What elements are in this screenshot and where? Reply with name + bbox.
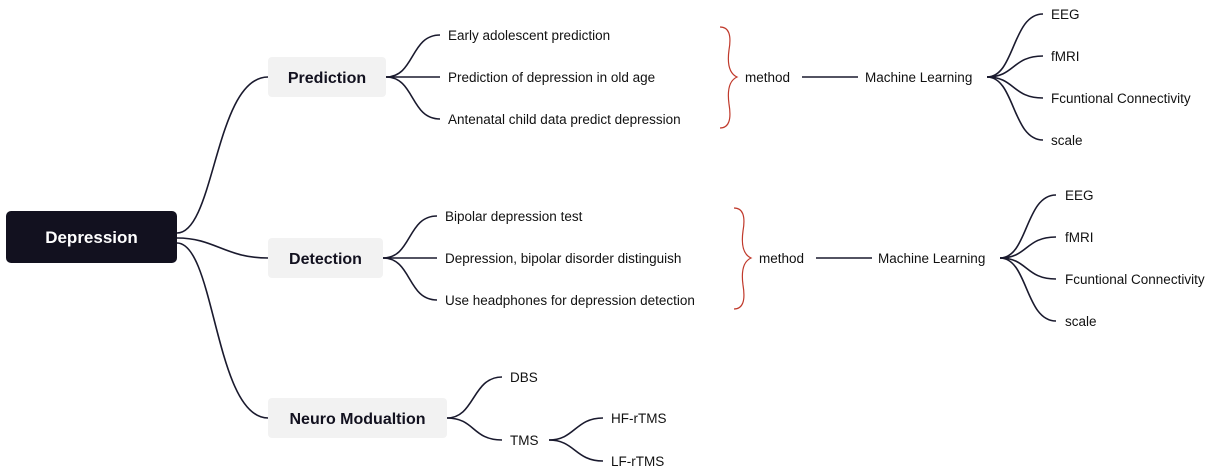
detection-method-value[interactable]: Machine Learning bbox=[878, 251, 985, 266]
prediction-method-label[interactable]: method bbox=[745, 70, 790, 85]
connector-prediction-ml-4 bbox=[986, 76, 1044, 141]
root-node-label: Depression bbox=[45, 228, 138, 247]
branch-node-detection-box bbox=[268, 238, 383, 278]
neuro-item-tms[interactable]: TMS bbox=[510, 433, 539, 448]
connector-prediction-ml-2 bbox=[986, 55, 1044, 78]
branch-node-detection[interactable]: Detection bbox=[268, 238, 383, 278]
detection-item[interactable]: Bipolar depression test bbox=[445, 209, 583, 224]
detection-items: Bipolar depression test Depression, bipo… bbox=[445, 188, 1205, 329]
branch-node-neuro-box bbox=[268, 398, 447, 438]
branch-node-prediction[interactable]: Prediction bbox=[268, 57, 386, 97]
prediction-ml-item[interactable]: Fcuntional Connectivity bbox=[1051, 91, 1191, 106]
detection-ml-item[interactable]: fMRI bbox=[1065, 230, 1094, 245]
connector-prediction-ml-3 bbox=[986, 76, 1044, 99]
connector-detection-item-1 bbox=[382, 215, 438, 259]
neuro-items: DBS TMS HF-rTMS LF-rTMS bbox=[510, 370, 666, 469]
prediction-ml-item[interactable]: scale bbox=[1051, 133, 1083, 148]
branch-node-detection-label: Detection bbox=[289, 251, 362, 268]
root-node[interactable]: Depression bbox=[6, 211, 177, 263]
branch-node-prediction-label: Prediction bbox=[288, 70, 366, 87]
tms-item[interactable]: LF-rTMS bbox=[611, 454, 664, 469]
connector-tms-hf bbox=[548, 417, 604, 441]
connector-detection-ml-4 bbox=[999, 257, 1057, 322]
branch-node-prediction-box bbox=[268, 57, 386, 97]
branch-node-neuro[interactable]: Neuro Modualtion bbox=[268, 398, 447, 438]
prediction-ml-item[interactable]: EEG bbox=[1051, 7, 1080, 22]
prediction-item[interactable]: Early adolescent prediction bbox=[448, 28, 610, 43]
prediction-item[interactable]: Antenatal child data predict depression bbox=[448, 112, 681, 127]
connector-tms-lf bbox=[548, 439, 604, 462]
root-node-box bbox=[6, 211, 177, 263]
detection-ml-item[interactable]: Fcuntional Connectivity bbox=[1065, 272, 1205, 287]
detection-bracket bbox=[733, 207, 753, 310]
detection-ml-item[interactable]: EEG bbox=[1065, 188, 1094, 203]
prediction-item[interactable]: Prediction of depression in old age bbox=[448, 70, 655, 85]
detection-ml-item[interactable]: scale bbox=[1065, 314, 1097, 329]
neuro-item-dbs[interactable]: DBS bbox=[510, 370, 538, 385]
prediction-bracket bbox=[719, 26, 739, 129]
prediction-method-value[interactable]: Machine Learning bbox=[865, 70, 972, 85]
connector-root-prediction bbox=[176, 76, 269, 234]
connector-detection-ml-3 bbox=[999, 257, 1057, 280]
prediction-items: Early adolescent prediction Prediction o… bbox=[448, 7, 1191, 148]
connector-detection-item-3 bbox=[382, 257, 438, 301]
tms-item[interactable]: HF-rTMS bbox=[611, 411, 666, 426]
connector-neuro-dbs bbox=[446, 376, 503, 419]
connector-neuro-tms bbox=[446, 417, 503, 441]
detection-item[interactable]: Depression, bipolar disorder distinguish bbox=[445, 251, 681, 266]
connector-detection-ml-1 bbox=[999, 194, 1057, 259]
detection-method-label[interactable]: method bbox=[759, 251, 804, 266]
prediction-ml-item[interactable]: fMRI bbox=[1051, 49, 1080, 64]
detection-item[interactable]: Use headphones for depression detection bbox=[445, 293, 695, 308]
neuro-connectors bbox=[446, 376, 604, 462]
prediction-connectors bbox=[385, 13, 1044, 141]
branch-node-neuro-label: Neuro Modualtion bbox=[290, 411, 426, 428]
connector-prediction-item-3 bbox=[385, 76, 441, 120]
connector-detection-ml-2 bbox=[999, 236, 1057, 259]
connector-prediction-item-1 bbox=[385, 34, 441, 78]
connector-root-neuro bbox=[176, 242, 269, 419]
root-connectors bbox=[176, 76, 269, 419]
detection-connectors bbox=[382, 194, 1057, 322]
connector-prediction-ml-1 bbox=[986, 13, 1044, 78]
connector-root-detection bbox=[176, 237, 269, 259]
